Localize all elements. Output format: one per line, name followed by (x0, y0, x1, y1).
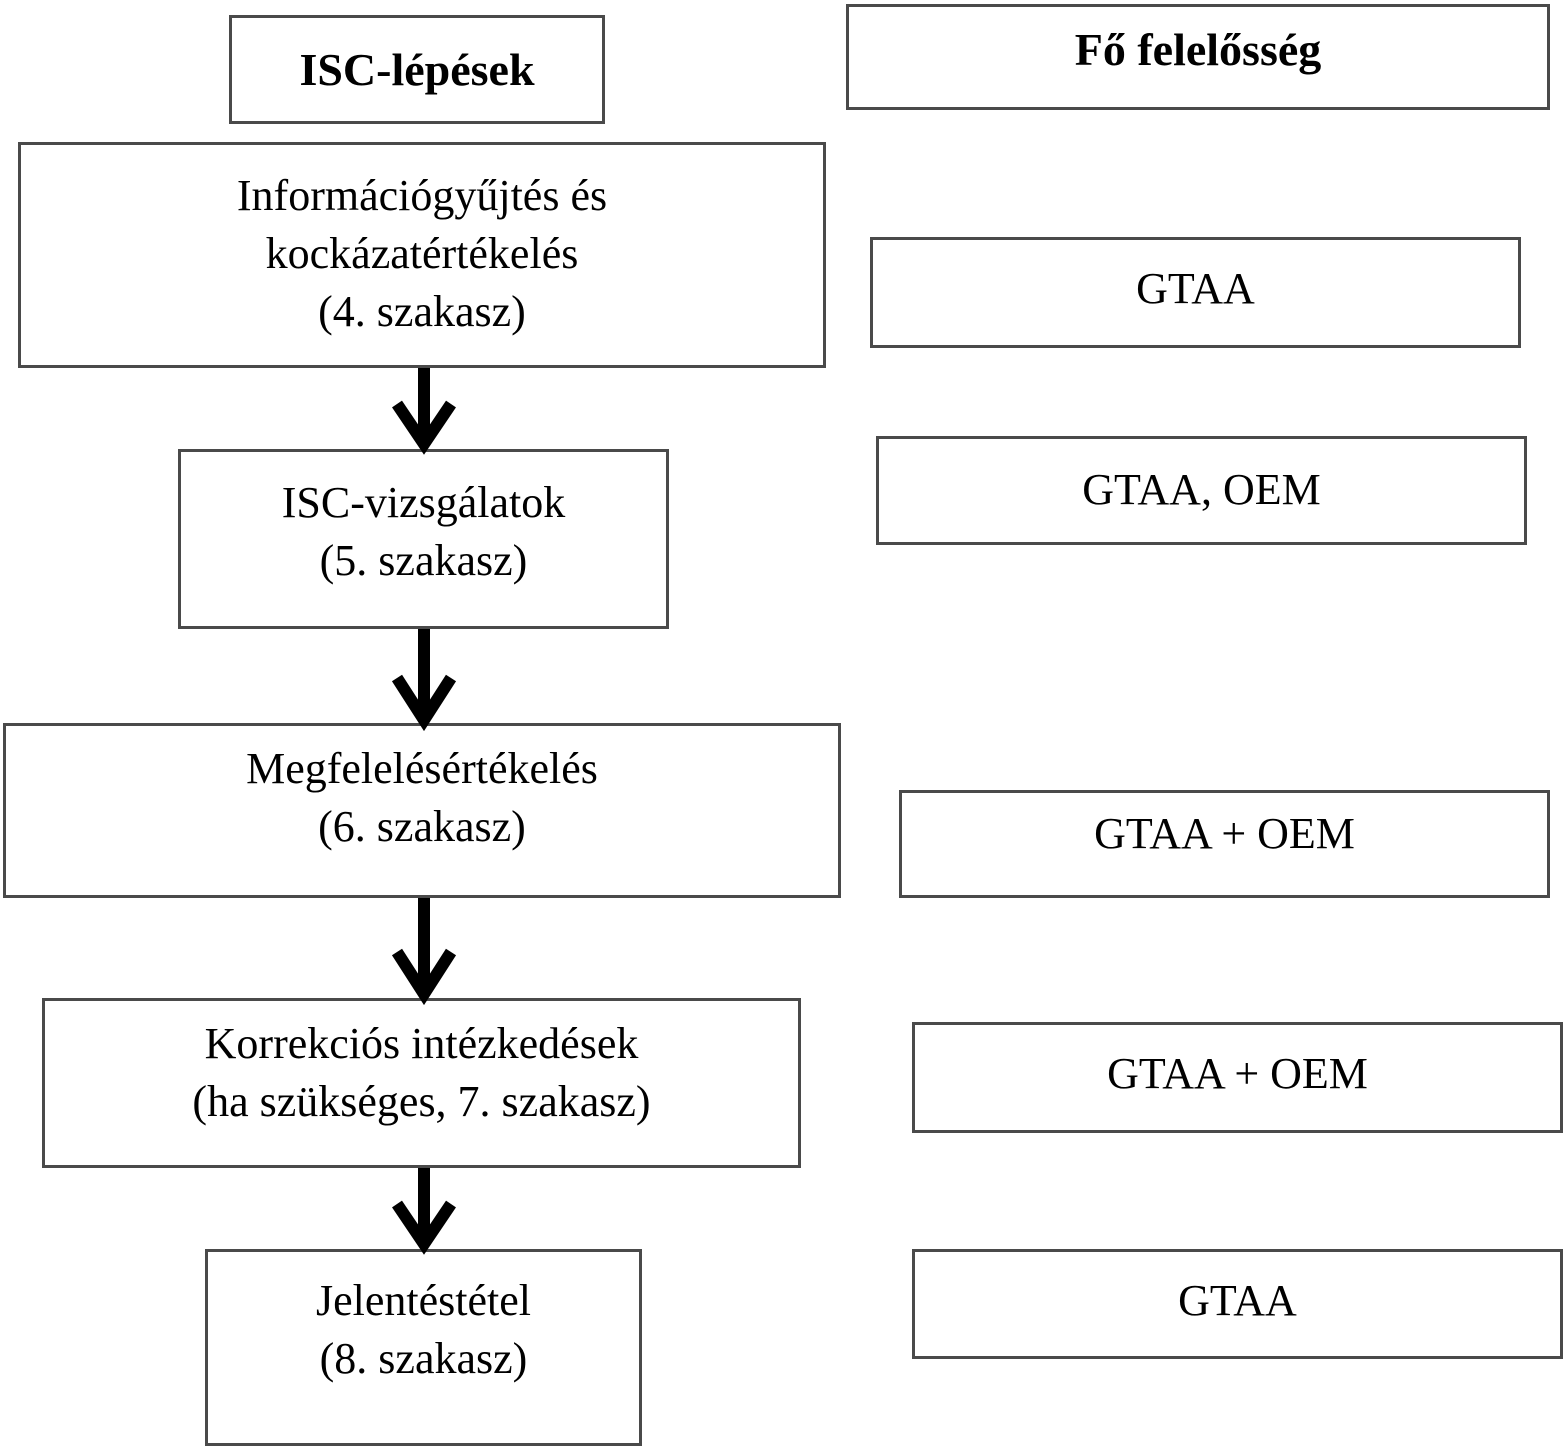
responsibility-header: Fő felelősség (846, 4, 1550, 110)
responsibility-2-label: GTAA, OEM (1082, 465, 1321, 514)
arrow-2-to-3 (391, 629, 457, 732)
arrow-4-to-5 (392, 1168, 456, 1255)
steps-header: ISC-lépések (229, 15, 605, 124)
arrow-3-to-4 (391, 898, 457, 1006)
responsibility-3-label: GTAA + OEM (1094, 809, 1355, 858)
step-4-line-2: (ha szükséges, 7. szakasz) (192, 1077, 651, 1126)
step-3-line-1: Megfelelésértékelés (246, 744, 598, 793)
step-1-line-3: (4. szakasz) (318, 287, 526, 336)
responsibility-reporting: GTAA (912, 1249, 1563, 1359)
step-2-line-2: (5. szakasz) (319, 536, 528, 585)
step-5-line-1: Jelentéstétel (315, 1276, 531, 1325)
step-4-line-1: Korrekciós intézkedések (204, 1019, 639, 1068)
step-information-gathering: Információgyűjtés és kockázatértékelés (… (18, 142, 826, 368)
responsibility-corrective-measures: GTAA + OEM (912, 1022, 1563, 1133)
step-3-line-2: (6. szakasz) (318, 802, 526, 851)
responsibility-5-label: GTAA (1178, 1276, 1297, 1325)
responsibility-information-gathering: GTAA (870, 237, 1521, 348)
step-corrective-measures: Korrekciós intézkedések (ha szükséges, 7… (42, 998, 801, 1168)
step-reporting: Jelentéstétel (8. szakasz) (205, 1249, 642, 1446)
step-2-line-1: ISC-vizsgálatok (281, 478, 566, 527)
steps-header-label: ISC-lépések (299, 43, 535, 95)
arrow-1-to-2 (392, 368, 456, 455)
responsibility-isc-tests: GTAA, OEM (876, 436, 1527, 545)
step-isc-tests: ISC-vizsgálatok (5. szakasz) (178, 449, 669, 629)
step-compliance-assessment: Megfelelésértékelés (6. szakasz) (3, 723, 841, 898)
step-1-line-1: Információgyűjtés és (236, 171, 608, 220)
responsibility-1-label: GTAA (1136, 264, 1255, 313)
responsibility-header-label: Fő felelősség (1074, 24, 1322, 75)
responsibility-4-label: GTAA + OEM (1107, 1049, 1368, 1098)
step-1-line-2: kockázatértékelés (265, 229, 579, 278)
step-5-line-2: (8. szakasz) (319, 1334, 528, 1383)
responsibility-compliance-assessment: GTAA + OEM (899, 790, 1550, 898)
